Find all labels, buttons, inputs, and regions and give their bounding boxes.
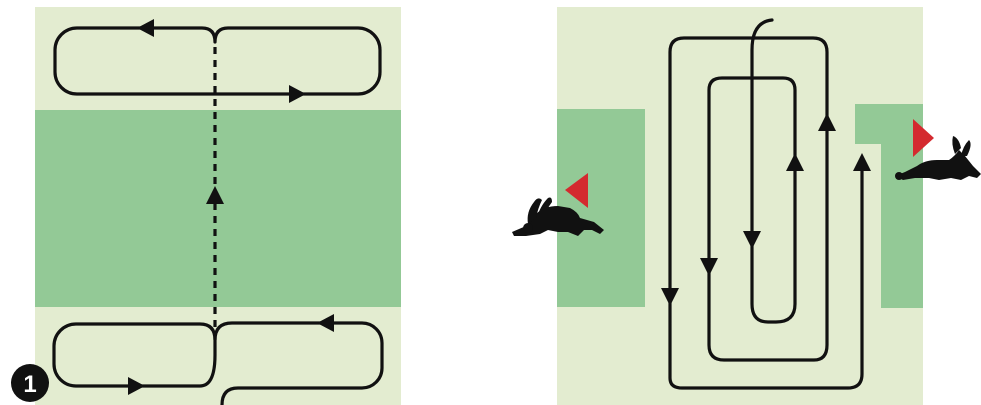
right-headland-left xyxy=(557,109,645,307)
arrowhead-icon xyxy=(853,153,871,171)
arrowhead-icon xyxy=(206,186,224,204)
arrowhead-icon xyxy=(317,314,334,332)
left-field-panel: 1 xyxy=(11,7,401,405)
left-bottom-loop-path xyxy=(52,321,384,405)
arrowhead-icon xyxy=(818,113,836,131)
right-headland-notch xyxy=(855,104,885,144)
left-field-middle-strip xyxy=(35,110,401,307)
arrowhead-icon xyxy=(137,19,154,37)
hare-icon xyxy=(512,197,604,236)
hare-icon xyxy=(895,136,981,180)
step-number-label: 1 xyxy=(23,371,36,398)
warning-triangle-icon xyxy=(565,173,588,208)
arrowhead-icon xyxy=(661,288,679,306)
arrowhead-icon xyxy=(700,258,718,276)
right-field-panel xyxy=(512,7,981,405)
right-spiral-path xyxy=(668,18,864,390)
arrowhead-icon xyxy=(128,377,145,395)
arrowhead-icon xyxy=(743,231,761,249)
warning-triangle-icon xyxy=(913,119,934,157)
left-top-loop-path xyxy=(53,26,382,96)
arrowhead-icon xyxy=(786,153,804,171)
step-number-badge: 1 xyxy=(11,364,49,402)
arrowhead-icon xyxy=(289,85,306,103)
